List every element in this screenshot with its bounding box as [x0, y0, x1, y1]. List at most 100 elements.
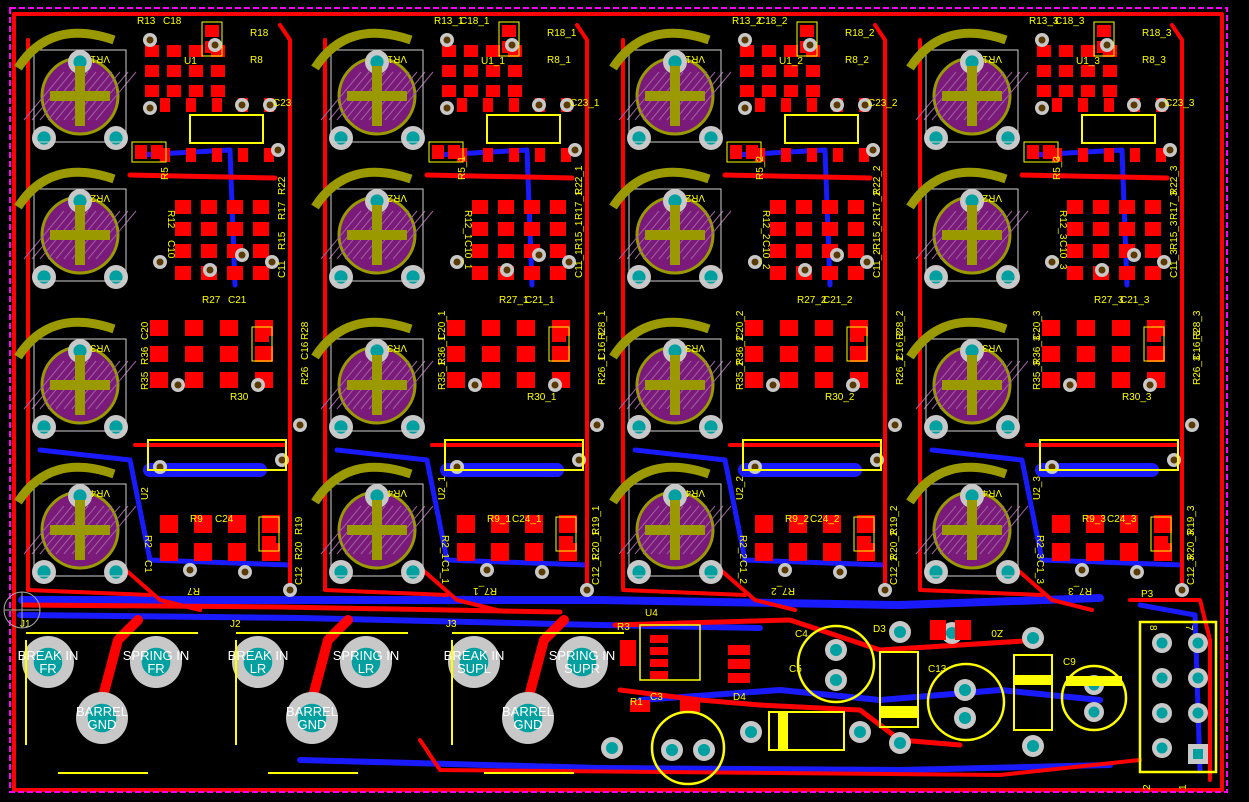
ref-designator: R15_2	[872, 220, 883, 250]
smd-pad	[201, 244, 217, 258]
smd-pad	[552, 330, 566, 342]
smd-pad	[525, 543, 543, 561]
smd-pad	[175, 222, 191, 236]
ref-designator: C21_1	[525, 295, 555, 306]
pot-cross-v	[372, 205, 382, 265]
jack-sleeve-label: GND	[88, 717, 117, 732]
pot-knob-arc	[609, 167, 711, 210]
via-hole	[873, 456, 881, 464]
ref-designator: R19	[294, 516, 305, 535]
pot-wiper-pad-drill	[668, 489, 682, 503]
c13-pad-drill	[958, 683, 972, 697]
smd-pad	[1112, 320, 1130, 336]
via-hole	[1048, 463, 1056, 471]
smd-pad	[535, 148, 545, 162]
ref-designator: R28	[300, 321, 311, 340]
channel-left-rail	[26, 38, 152, 597]
smd-pad	[525, 515, 543, 533]
smd-pad	[833, 148, 843, 162]
ref-designator: C18_2	[758, 16, 788, 27]
smd-pad	[1119, 266, 1135, 280]
diode-pad-drill	[853, 725, 867, 739]
smd-pad	[1130, 148, 1140, 162]
via-hole	[583, 586, 591, 594]
pot-pad-drill	[929, 565, 943, 579]
smd-pad	[650, 647, 668, 655]
smd-pad	[1067, 222, 1083, 236]
channel-left-rail	[621, 38, 747, 597]
smd-pad	[745, 320, 763, 336]
via-hole	[268, 258, 276, 266]
pot-outline	[925, 483, 1019, 577]
ref-designator: VR4	[387, 487, 407, 498]
jack-ring-pad-drill	[567, 647, 597, 677]
ic-outline	[784, 114, 859, 144]
jack-sleeve-label: GND	[514, 717, 543, 732]
smd-pad	[212, 98, 222, 112]
ref-designator: R17_3	[1169, 190, 1180, 220]
ref-designator: R17_1	[574, 190, 585, 220]
pot-knob-arc	[14, 167, 116, 210]
outer-ground-ring	[12, 12, 1224, 792]
smd-pad	[1059, 85, 1073, 97]
smd-pad	[238, 148, 248, 162]
smd-pad	[1067, 266, 1083, 280]
diode-pad-drill	[605, 741, 619, 755]
smd-pad	[175, 266, 191, 280]
pot-cross-v	[75, 500, 85, 560]
smd-pad	[1078, 98, 1088, 112]
ref-designator: R28_1	[597, 310, 608, 340]
channel-right-rail	[575, 23, 589, 592]
smd-pad	[1145, 200, 1161, 214]
smd-pad	[620, 640, 636, 666]
smd-pad	[806, 65, 820, 77]
ref-designator: R20	[294, 541, 305, 560]
ref-designator: R2_2	[737, 535, 748, 559]
via-hole	[575, 456, 583, 464]
ref-designator: C12_1	[591, 555, 602, 585]
smd-pad	[770, 222, 786, 236]
jack-sleeve-label: BARREL	[76, 704, 128, 719]
pot-pad-drill	[632, 131, 646, 145]
channel-right-rail	[278, 23, 292, 592]
ref-designator: VR2	[982, 192, 1002, 203]
ref-designator: C1_1	[439, 560, 450, 584]
smd-pad	[482, 320, 500, 336]
smd-pad	[175, 244, 191, 258]
smd-pad	[442, 85, 456, 97]
via-hole	[891, 421, 899, 429]
smd-pad	[650, 671, 668, 679]
smd-pad	[559, 520, 573, 532]
channel-top-trace	[1010, 563, 1094, 612]
ic-outline	[189, 114, 264, 144]
pot-hatch	[618, 360, 660, 410]
c4-pad-drill	[829, 643, 843, 657]
smd-pad	[457, 543, 475, 561]
c4-pad-drill	[829, 673, 843, 687]
p3-pin-drill	[1156, 672, 1168, 684]
smd-pad	[457, 515, 475, 533]
smd-pad	[550, 200, 566, 214]
smd-pad	[1120, 543, 1138, 561]
ref-designator: R30_2	[825, 392, 855, 403]
smd-pad	[498, 244, 514, 258]
smd-pad	[1042, 372, 1060, 388]
smd-pad	[160, 515, 178, 533]
smd-pad	[1059, 65, 1073, 77]
smd-pad	[789, 515, 807, 533]
top-copper-layer	[12, 12, 1224, 792]
ref-designator: VR4	[982, 487, 1002, 498]
component-outline	[251, 326, 273, 362]
pot-outline	[330, 49, 424, 143]
pot-pad-drill	[704, 565, 718, 579]
jack-sleeve-label: BARREL	[502, 704, 554, 719]
pot-pad-drill	[1001, 565, 1015, 579]
smd-pad	[227, 266, 243, 280]
smd-pad	[447, 346, 465, 362]
via-hole	[156, 463, 164, 471]
pot-pad-drill	[37, 565, 51, 579]
ref-designator: R26	[300, 366, 311, 385]
jack-tip-label: SUPL	[457, 661, 491, 676]
ref-designator: R18_1	[547, 28, 577, 39]
